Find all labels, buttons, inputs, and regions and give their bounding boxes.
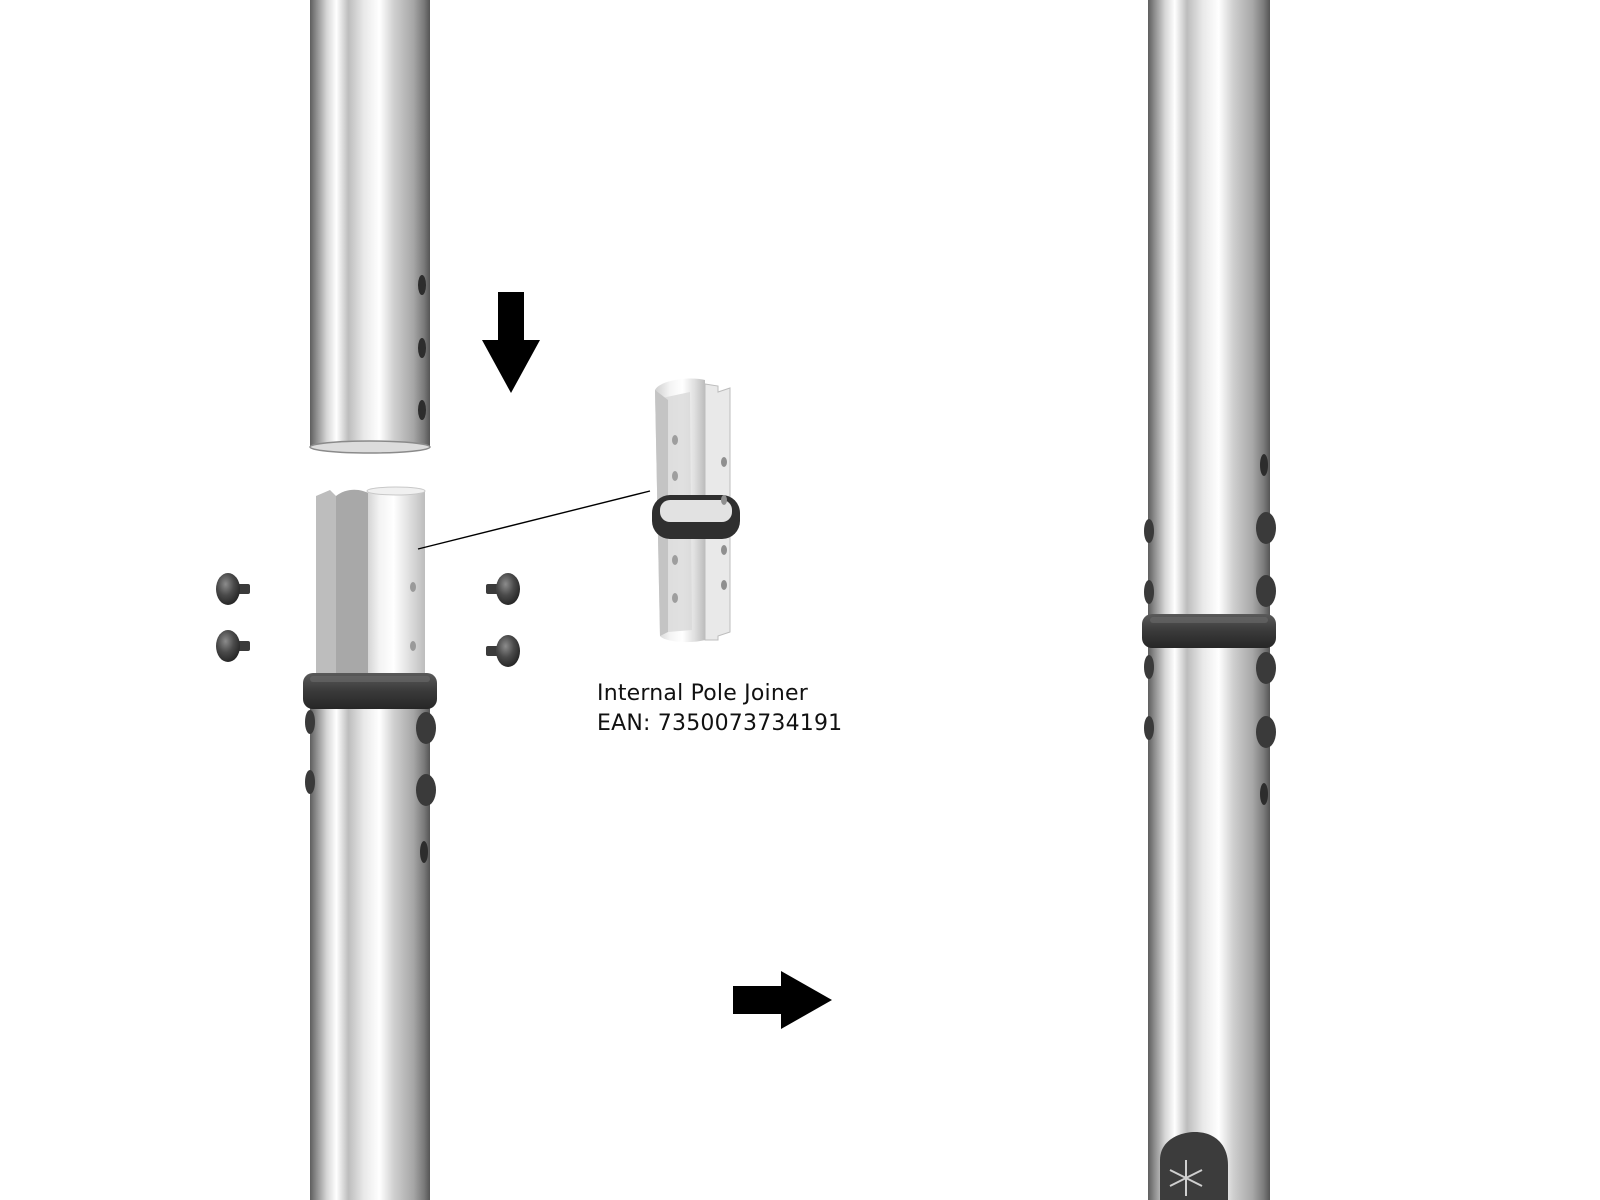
asterisk-icon: [1169, 1160, 1203, 1196]
pole-hole: [1144, 454, 1276, 805]
pole-hole: [305, 710, 436, 863]
internal-pole-joiner-detail: [652, 378, 740, 643]
product-label: Internal Pole Joiner EAN: 7350073734191: [597, 679, 842, 739]
joiner-sleeve-inserted: [316, 486, 426, 680]
pole-hole: [418, 275, 426, 420]
assembled-pole: [1142, 0, 1276, 1200]
arrow-down-icon: [482, 292, 540, 393]
upper-pole-segment: [309, 0, 431, 454]
arrow-right-icon: [733, 971, 832, 1029]
pole-end-cap: [1160, 1132, 1228, 1200]
product-name: Internal Pole Joiner: [597, 681, 808, 706]
lower-pole-segment: [305, 690, 436, 1200]
product-ean: EAN: 7350073734191: [597, 711, 843, 736]
leader-line: [417, 490, 651, 550]
rubber-ring: [303, 673, 437, 709]
rubber-ring: [1142, 614, 1276, 648]
